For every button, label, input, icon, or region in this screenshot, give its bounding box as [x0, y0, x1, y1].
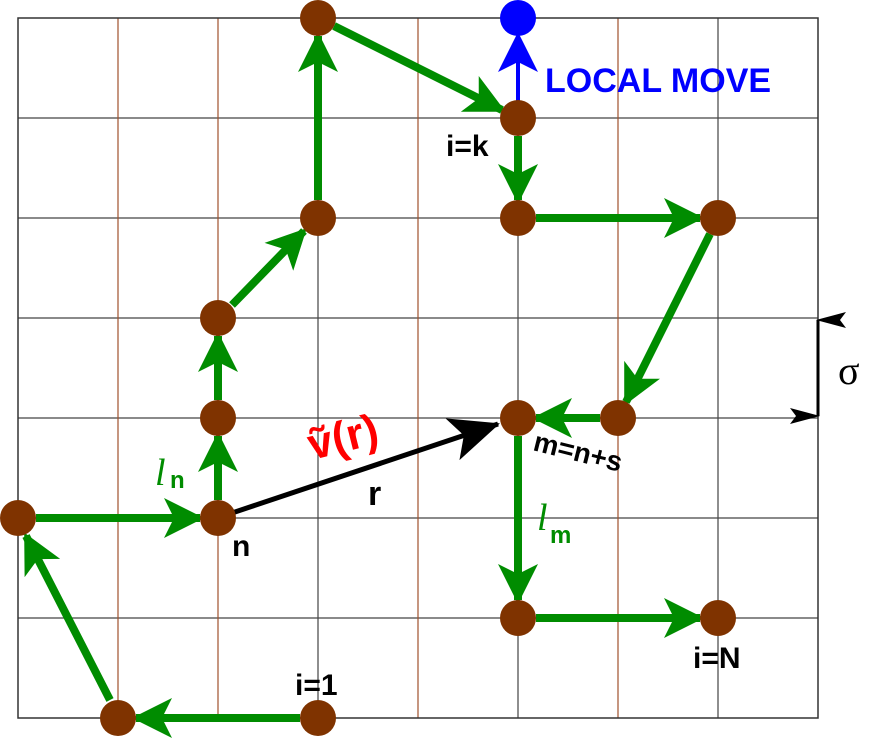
bead [500, 600, 536, 636]
bead [600, 400, 636, 436]
label-r: r [368, 475, 381, 513]
bond-arrow [229, 228, 307, 308]
label-n: n [232, 530, 250, 563]
label-l-m: l m [537, 497, 571, 549]
bead [300, 200, 336, 236]
bead-i-k [500, 100, 536, 136]
chain-bonds [22, 22, 714, 738]
label-sigma: σ [838, 348, 860, 393]
bead-i-1 [300, 700, 336, 736]
bead [500, 200, 536, 236]
bead [100, 700, 136, 736]
bead-m [500, 400, 536, 436]
bead [0, 500, 36, 536]
bead [200, 300, 236, 336]
local-move-label: LOCAL MOVE [545, 62, 771, 100]
bond-arrow [622, 232, 714, 406]
bond-arrow [332, 22, 506, 114]
local-move-target-bead [500, 0, 536, 36]
label-potential: ṽ(r) [303, 405, 384, 470]
label-i-k: i=k [446, 130, 489, 163]
bead [200, 400, 236, 436]
lattice-grid [17, 17, 819, 719]
bead [300, 0, 336, 36]
bond-arrow [22, 532, 114, 702]
separation-vector-r [231, 418, 500, 516]
bead-i-N [700, 600, 736, 636]
bead [700, 200, 736, 236]
label-l-n: l n [155, 452, 185, 494]
label-i-N: i=N [693, 642, 741, 675]
bead-n [200, 500, 236, 536]
label-i-1: i=1 [295, 669, 338, 702]
chain-beads [0, 0, 736, 736]
